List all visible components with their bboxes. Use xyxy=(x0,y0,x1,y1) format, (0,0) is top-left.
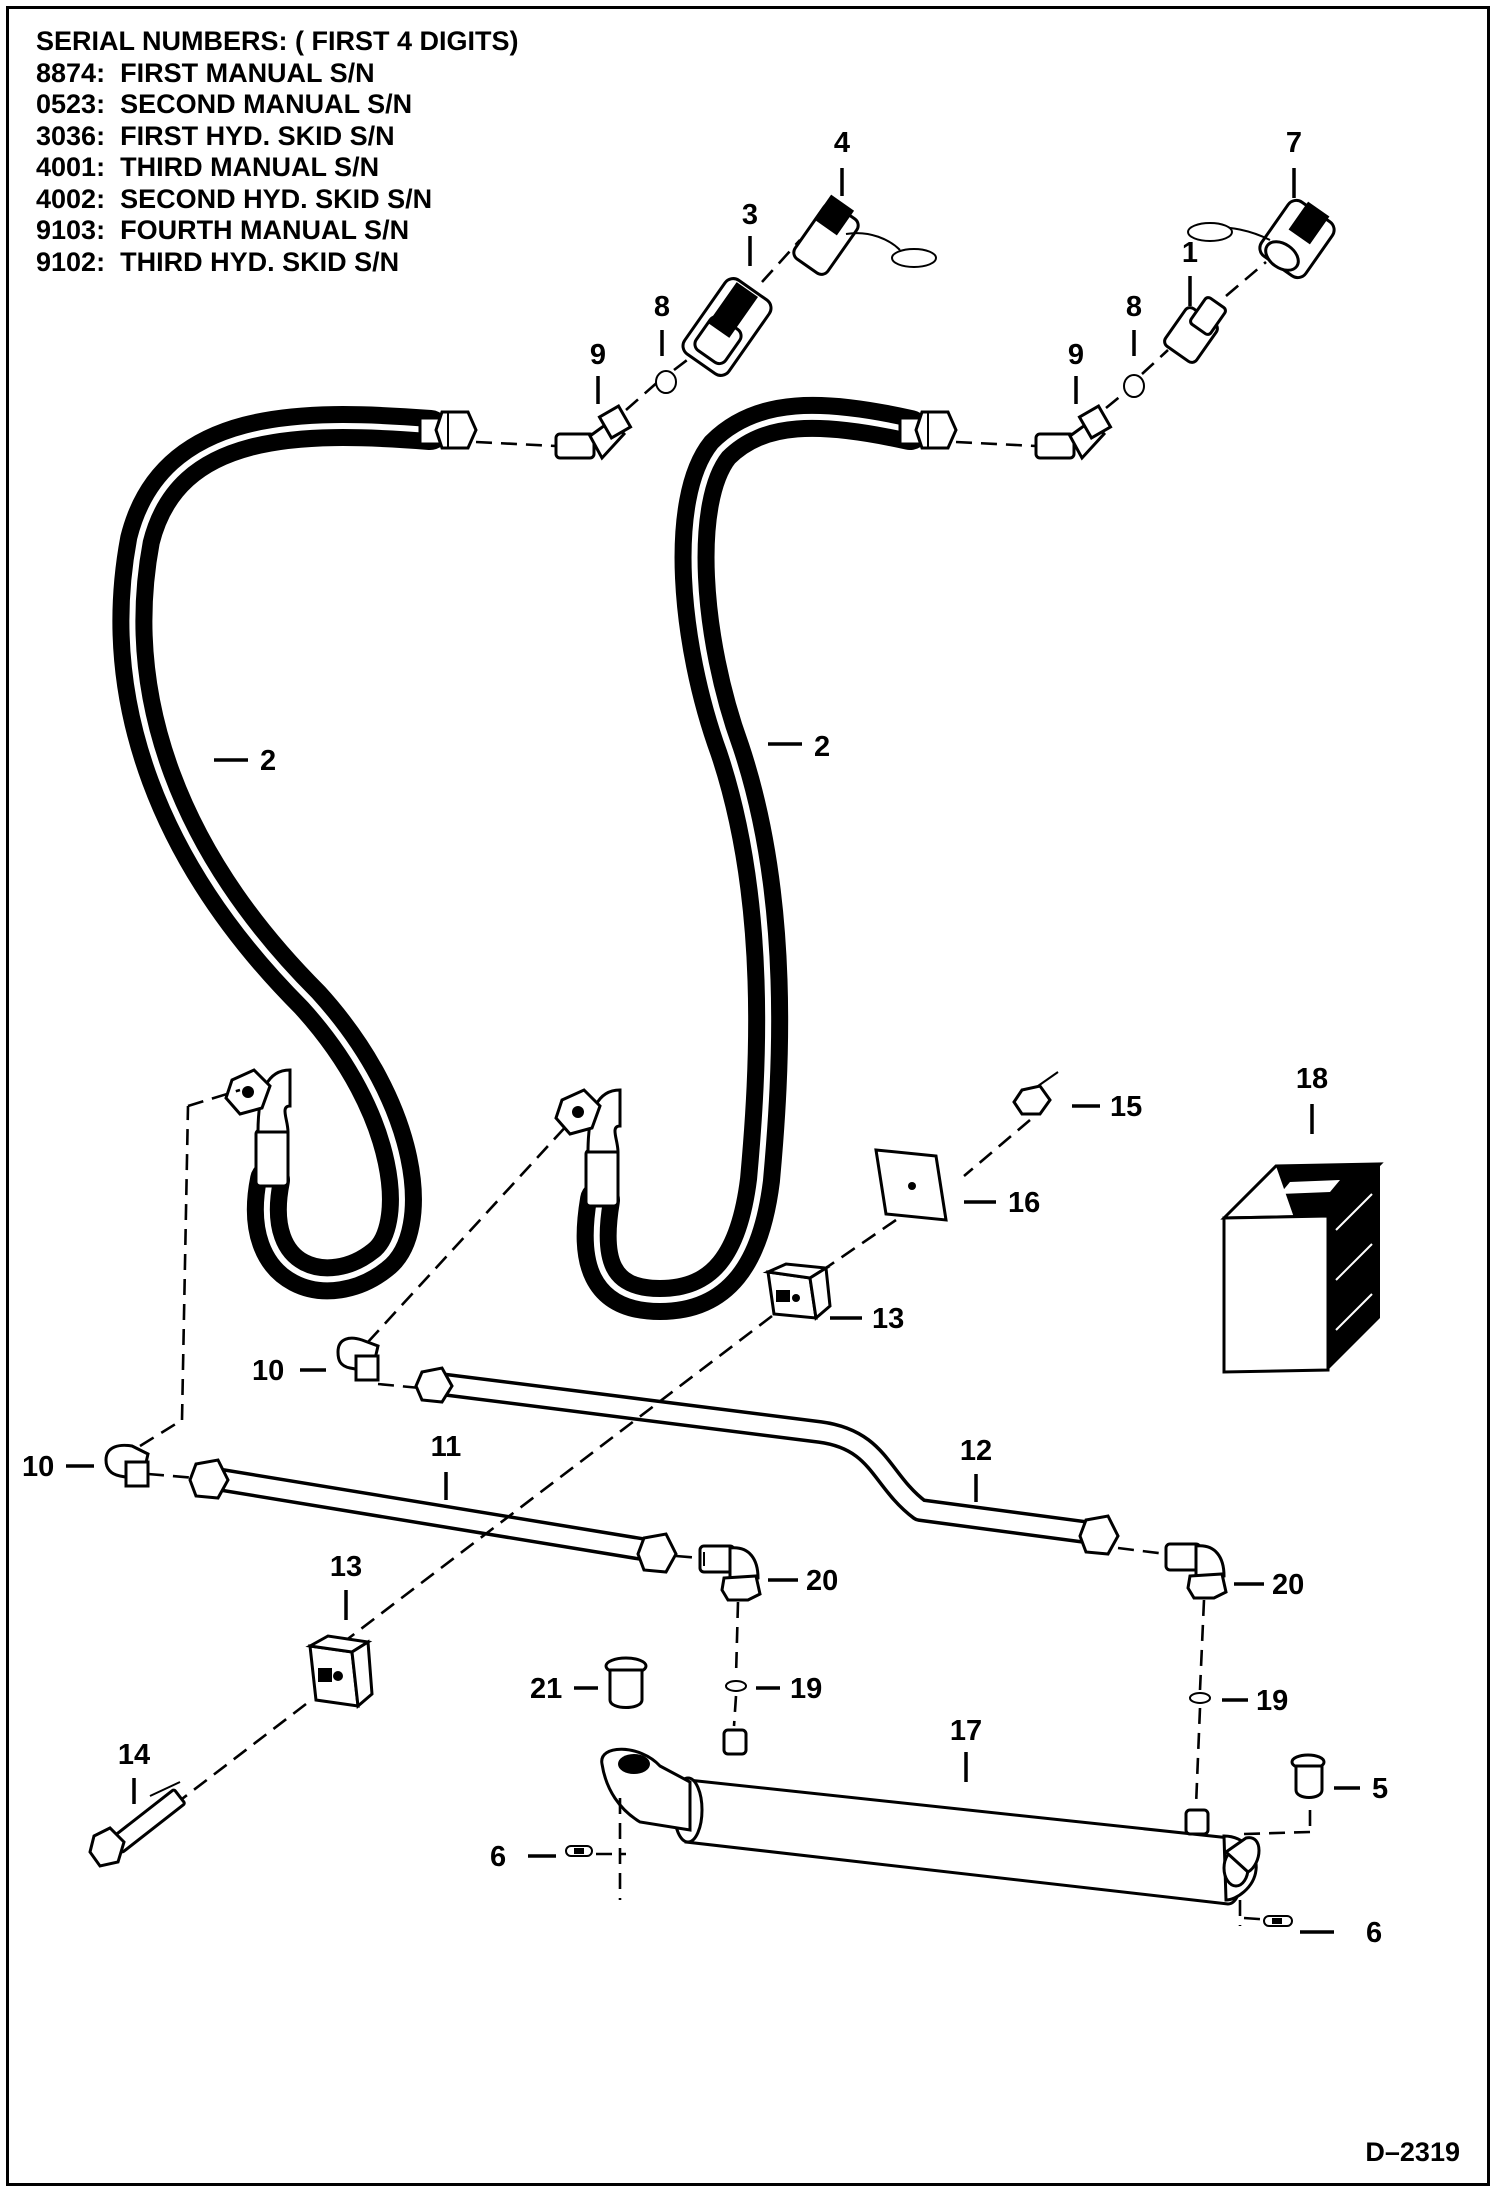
serial-entry: 9103: FOURTH MANUAL S/N xyxy=(36,215,410,245)
o-ring-left xyxy=(655,370,677,394)
callout-2-right: 2 xyxy=(814,731,830,763)
callout-11: 11 xyxy=(431,1431,462,1463)
callout-20-right: 20 xyxy=(1272,1569,1304,1601)
callout-9-right: 9 xyxy=(1068,339,1084,371)
callout-2-left: 2 xyxy=(260,745,276,777)
callout-19-right: 19 xyxy=(1256,1685,1288,1717)
serial-entry: 9102: THIRD HYD. SKID S/N xyxy=(36,246,400,277)
callout-13-upper: 13 xyxy=(872,1303,904,1335)
callout-4: 4 xyxy=(834,127,850,159)
callout-16: 16 xyxy=(1008,1187,1040,1219)
hose-left-elbow-fitting xyxy=(224,1068,292,1188)
callout-8-left: 8 xyxy=(654,291,670,323)
callout-14: 14 xyxy=(118,1739,150,1771)
cotter-pin-right xyxy=(1263,1915,1293,1927)
callout-12: 12 xyxy=(960,1435,992,1467)
serial-legend-heading: SERIAL NUMBERS: ( FIRST 4 DIGITS) xyxy=(36,26,519,56)
elbow-fitting-left xyxy=(554,404,633,461)
tube-11 xyxy=(188,1458,678,1574)
elbow-20-left xyxy=(698,1544,762,1602)
quick-coupler-cap-left xyxy=(792,194,937,276)
adapter-fitting-right xyxy=(1163,296,1227,364)
serial-entry: 4001: THIRD MANUAL S/N xyxy=(36,152,380,182)
nut-15 xyxy=(1012,1084,1052,1116)
callout-18: 18 xyxy=(1296,1063,1328,1095)
serial-entry: 8874: FIRST MANUAL S/N xyxy=(36,57,375,88)
quick-coupler-male-left xyxy=(681,277,773,377)
callout-19-left: 19 xyxy=(790,1673,822,1705)
bolt-14 xyxy=(88,1781,186,1868)
plate-16 xyxy=(874,1148,948,1222)
callout-17: 17 xyxy=(950,1715,982,1747)
elbow-20-right xyxy=(1164,1542,1228,1600)
o-ring-right xyxy=(1123,374,1145,398)
elbow-fitting-right xyxy=(1034,404,1113,461)
callout-10-lower: 10 xyxy=(22,1451,54,1483)
o-ring-19-left xyxy=(725,1680,747,1692)
hose-right xyxy=(576,396,930,1320)
hose-left xyxy=(112,406,450,1300)
cotter-pin-left xyxy=(565,1845,593,1857)
callout-3: 3 xyxy=(742,199,758,231)
elbow-10-lower xyxy=(104,1443,150,1488)
clamp-13-upper xyxy=(762,1262,832,1321)
callout-6-right: 6 xyxy=(1366,1917,1382,1949)
serial-entry: 4002: SECOND HYD. SKID S/N xyxy=(36,183,433,214)
callout-9-left: 9 xyxy=(590,339,606,371)
box-18 xyxy=(1220,1162,1384,1374)
hose-left-top-fitting xyxy=(418,410,478,450)
hose-right-top-fitting xyxy=(898,410,958,450)
callout-6-left: 6 xyxy=(490,1841,506,1873)
diagram-border xyxy=(6,6,1490,2186)
serial-entry: 3036: FIRST HYD. SKID S/N xyxy=(36,120,395,151)
callout-10-upper: 10 xyxy=(252,1355,284,1387)
callout-15: 15 xyxy=(1110,1091,1142,1123)
elbow-10-upper xyxy=(336,1336,380,1382)
o-ring-19-right xyxy=(1189,1692,1211,1704)
pin-21 xyxy=(604,1656,648,1709)
pin-5 xyxy=(1290,1753,1326,1799)
callout-1: 1 xyxy=(1182,237,1198,269)
callout-21: 21 xyxy=(530,1673,562,1705)
drawing-code: D–2319 xyxy=(1365,2137,1460,2167)
hose-right-elbow-fitting xyxy=(554,1088,622,1208)
tube-12 xyxy=(414,1366,1120,1556)
callout-20-left: 20 xyxy=(806,1565,838,1597)
quick-coupler-female-right xyxy=(1187,198,1336,280)
serial-number-legend: SERIAL NUMBERS: ( FIRST 4 DIGITS) 8874: … xyxy=(36,26,519,278)
serial-entry: 0523: SECOND MANUAL S/N xyxy=(36,89,413,119)
clamp-13-lower xyxy=(305,1634,374,1709)
cylinder-17 xyxy=(600,1728,1261,1906)
callout-5: 5 xyxy=(1372,1773,1388,1805)
callout-13-lower: 13 xyxy=(330,1551,362,1583)
callout-7: 7 xyxy=(1286,127,1302,159)
callout-8-right: 8 xyxy=(1126,291,1142,323)
